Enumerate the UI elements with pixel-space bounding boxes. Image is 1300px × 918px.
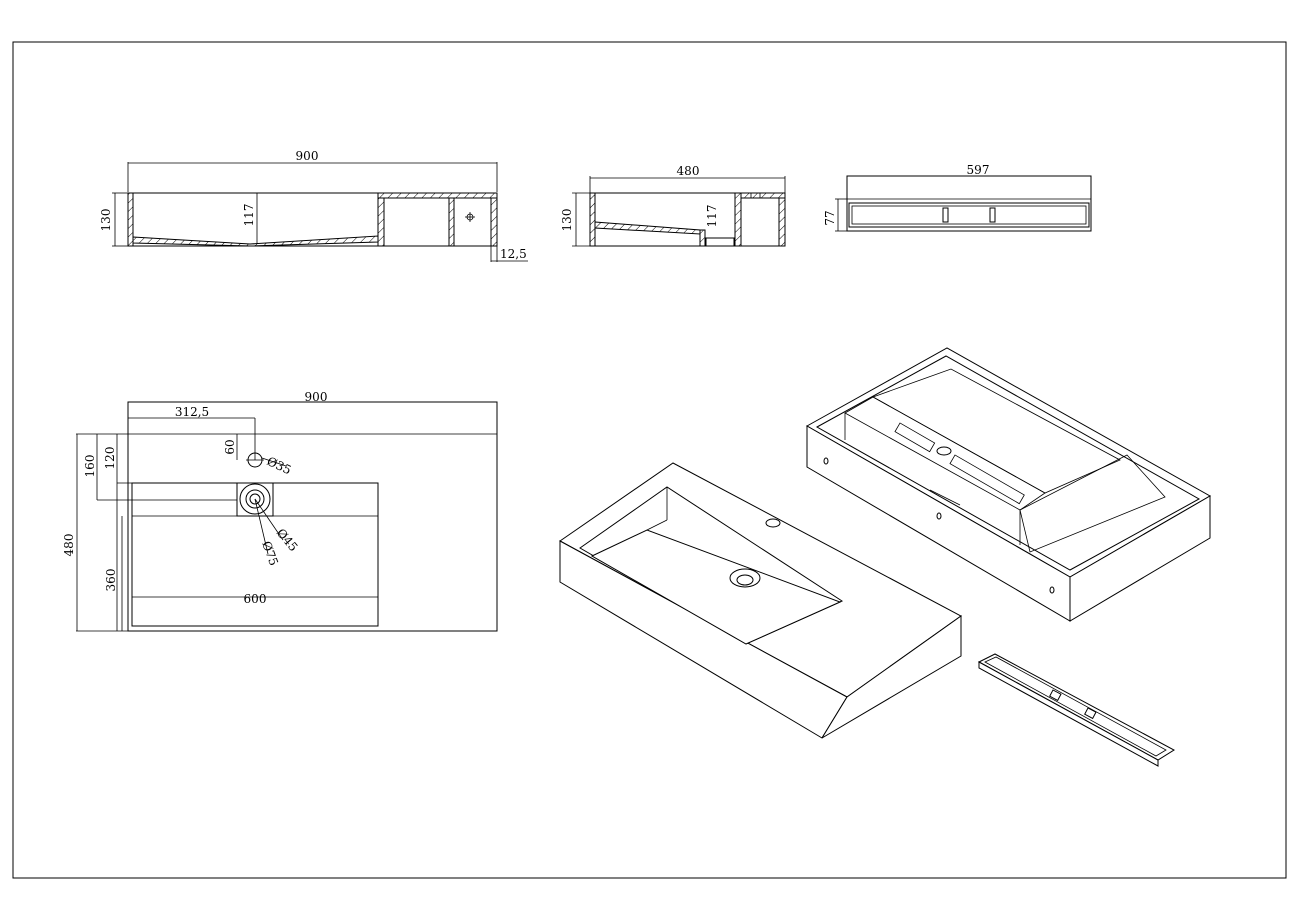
side-height-dim: 130 (560, 209, 574, 232)
side-section-view: 480 130 117 (560, 164, 786, 247)
drawing-frame (12, 41, 1287, 879)
side-depth-dim: 117 (705, 205, 719, 228)
drain-outer-dim: Ø75 (259, 539, 281, 567)
front-height-dim: 130 (99, 209, 113, 232)
wall-thickness-dim: 12,5 (500, 247, 527, 261)
side-width-dim: 480 (677, 164, 700, 178)
plan-depth-dim: 480 (62, 534, 76, 557)
plan-view: 900 312,5 60 Ø35 600 Ø45 Ø75 480 160 (62, 390, 498, 632)
drain-inner-dim: Ø45 (274, 526, 301, 554)
front-depth-dim: 117 (242, 204, 256, 227)
isometric-cover-plate (977, 653, 1175, 767)
front-width-dim: 900 (296, 149, 319, 163)
plan-offset-dim: 312,5 (175, 405, 209, 419)
plan-tap-offset-dim: 60 (223, 439, 237, 454)
isometric-basin-top (559, 462, 962, 739)
plan-dim-160: 160 (83, 455, 97, 478)
cover-view: 597 77 (823, 163, 1092, 232)
isometric-basin-bottom (805, 347, 1212, 622)
plan-dim-120: 120 (103, 447, 117, 470)
tap-hole-dim: Ø35 (265, 454, 294, 477)
cover-width-dim: 597 (967, 163, 990, 177)
front-section-view: 900 130 117 12,5 (99, 149, 528, 262)
plan-basin-width-dim: 600 (244, 592, 267, 606)
cover-height-dim: 77 (823, 210, 837, 225)
plan-width-dim: 900 (305, 390, 328, 404)
plan-dim-360: 360 (104, 569, 118, 592)
